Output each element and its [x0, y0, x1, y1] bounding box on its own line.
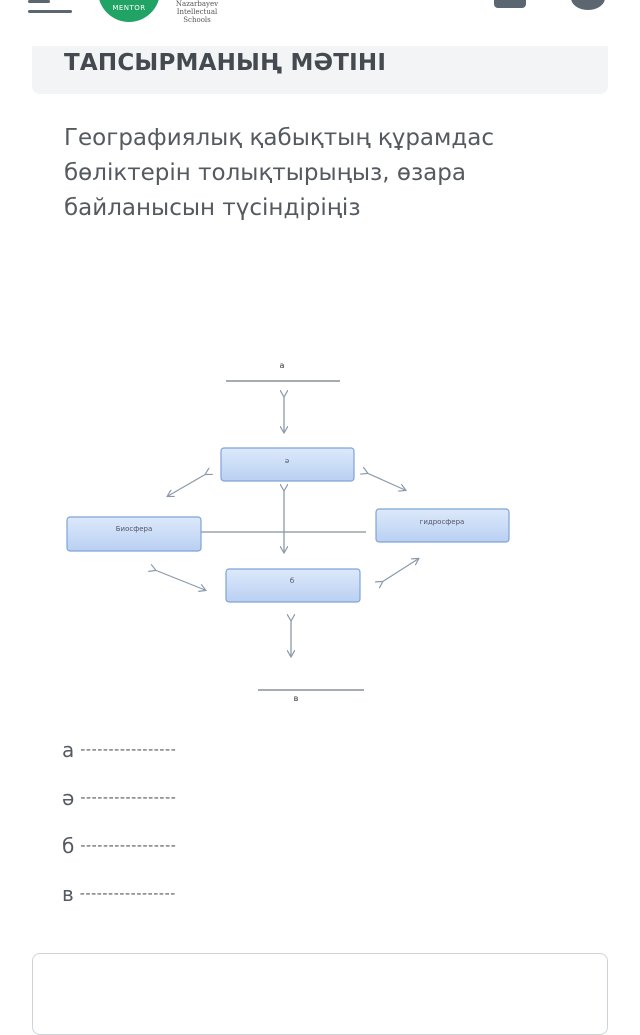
task-line: Географиялық қабықтың құрамдас [64, 125, 495, 151]
menu-icon[interactable] [28, 0, 72, 16]
answer-letter: ә [62, 786, 75, 810]
messages-icon[interactable] [494, 0, 526, 8]
arrow-lower-right [382, 559, 418, 582]
task-line: бөліктерін толықтырыңыз, өзара [64, 160, 466, 186]
answer-item: б ----------------- [62, 834, 176, 858]
answer-blank: ----------------- [79, 886, 176, 902]
geosphere-diagram: а ә Биосфера гидросфера б в [66, 361, 510, 703]
answer-letter: а [62, 738, 75, 762]
logo-text: MENTOR [112, 4, 146, 12]
answer-item: ә ----------------- [62, 786, 176, 810]
school-logo-text: Nazarbayev Intellectual Schools [172, 0, 222, 24]
answer-letter: в [62, 882, 74, 906]
arrow-upper-right [367, 473, 405, 490]
lower-box-label: б [290, 577, 294, 585]
center-box [220, 447, 355, 482]
school-line-2: Intellectual [176, 8, 218, 16]
arrow-lower-left [155, 570, 205, 590]
school-line-1: Nazarbayev [175, 0, 219, 8]
lower-box [225, 568, 361, 603]
arrow-upper-left [168, 474, 206, 496]
answer-blank: ----------------- [80, 742, 177, 758]
answer-item: а ----------------- [62, 738, 176, 762]
profile-icon[interactable] [571, 0, 605, 10]
answer-letter: б [62, 834, 75, 858]
biosphere-box [66, 516, 202, 552]
school-line-3: Schools [183, 16, 211, 24]
hydrosphere-label: гидросфера [420, 518, 465, 526]
center-box-label: ә [285, 457, 289, 465]
diagram-label-v: в [294, 694, 299, 703]
diagram-label-a: а [280, 361, 285, 370]
answer-input-box[interactable] [32, 953, 608, 1035]
task-line: байланысын түсіндіріңіз [64, 195, 361, 221]
answer-item: в ----------------- [62, 882, 176, 906]
task-text: Географиялық қабықтың құрамдас бөліктері… [64, 121, 534, 226]
answer-blank: ----------------- [80, 790, 177, 806]
page-title: ТАПСЫРМАНЫҢ МӘТІНІ [64, 50, 387, 76]
mentor-logo: MENTOR [98, 0, 160, 22]
task-header: ТАПСЫРМАНЫҢ МӘТІНІ [32, 46, 608, 94]
biosphere-label: Биосфера [116, 525, 153, 533]
hydrosphere-box [375, 508, 510, 543]
answer-blank: ----------------- [80, 838, 177, 854]
